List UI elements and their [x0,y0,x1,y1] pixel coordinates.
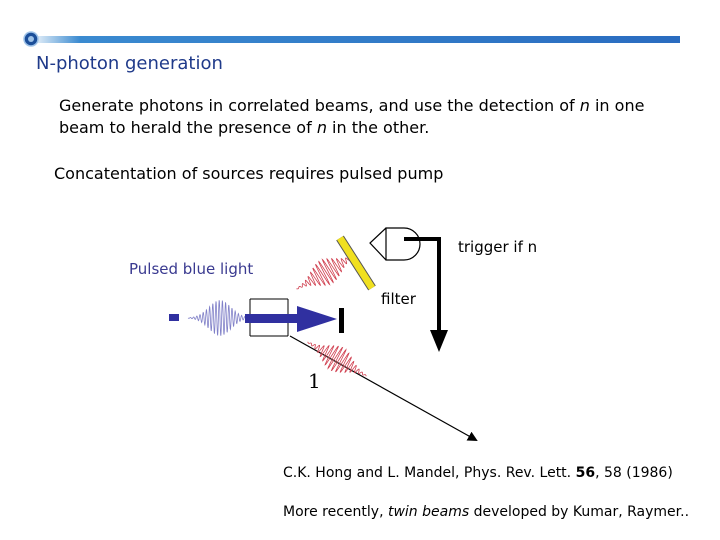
pump-beam-start [169,314,179,321]
trigger-label: trigger if n [458,238,537,256]
intro-text: Generate photons in correlated beams, an… [59,95,659,139]
trigger-arrow-head [430,330,448,352]
intro-part2: in one beam to herald the presence of [59,96,645,137]
page-title: N-photon generation [36,53,223,74]
herald-photon-pulse [296,254,356,290]
intro-n2: n [316,118,327,137]
intro-part1: Generate photons in correlated beams, an… [59,96,580,115]
ref-pages: , 58 (1986) [595,465,673,481]
beam-dump [339,308,344,333]
detector-icon [369,227,421,261]
more-prefix: More recently, [283,504,388,520]
filter [336,235,376,291]
logo-icon [23,31,39,47]
blue-pulse-wave [187,300,253,336]
intro-n1: n [579,96,590,115]
beam-number-label: 1 [308,369,321,393]
more-suffix: developed by Kumar, Raymer.. [469,504,690,520]
pump-label: Pulsed blue light [129,260,253,278]
more-emph: twin beams [387,504,470,520]
reference-citation: C.K. Hong and L. Mandel, Phys. Rev. Lett… [283,465,673,481]
twin-beams-note: More recently, twin beams developed by K… [283,504,689,520]
trigger-arrow [404,237,441,332]
pump-beam [245,314,305,323]
ref-volume: 56 [575,465,596,481]
ref-authors: C.K. Hong and L. Mandel, [283,465,464,481]
header-bar [23,31,680,47]
filter-label: filter [381,290,417,308]
pump-arrow-head [297,306,337,332]
ref-journal: Phys. Rev. Lett. [463,465,576,481]
intro-part3: in the other. [326,118,430,137]
pulsed-pump-note: Concatentation of sources requires pulse… [54,164,444,183]
signal-photon-pulse [307,341,367,377]
